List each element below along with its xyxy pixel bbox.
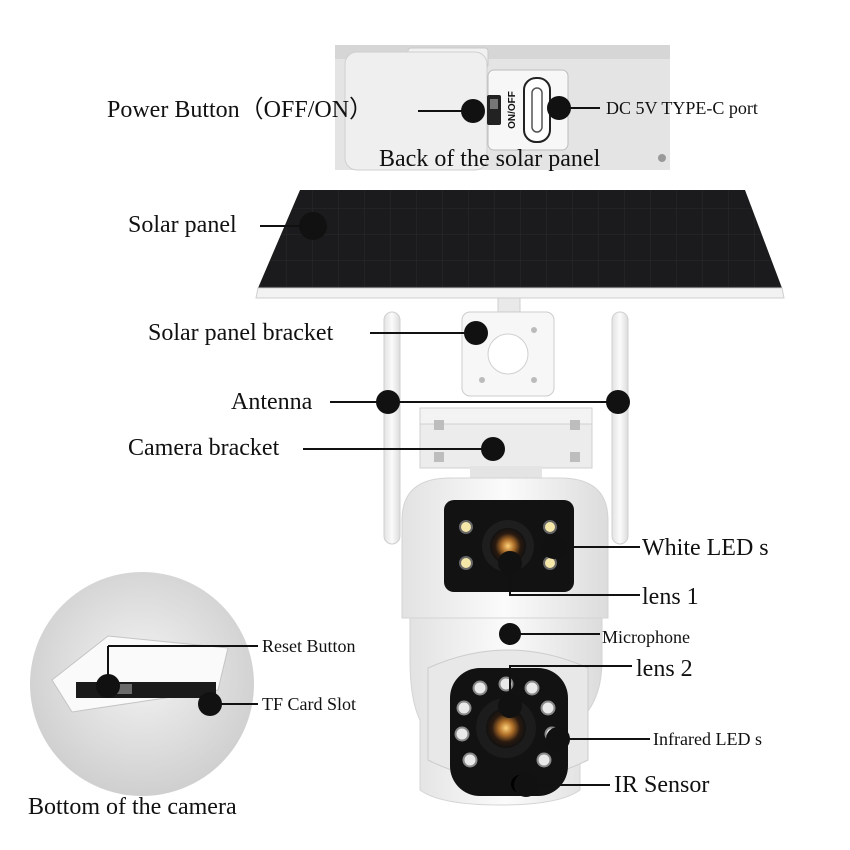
label-lens-2: lens 2 (636, 656, 693, 682)
label-antenna: Antenna (231, 389, 313, 415)
label-microphone: Microphone (602, 627, 690, 647)
camera-bottom-inset (30, 572, 254, 796)
label-solar-panel-bracket: Solar panel bracket (148, 320, 334, 346)
label-back-of-panel: Back of the solar panel (379, 146, 601, 172)
label-type-c-port: DC 5V TYPE-C port (606, 98, 758, 118)
camera-bracket (419, 407, 593, 482)
label-bottom-of-camera: Bottom of the camera (28, 794, 237, 820)
label-ir-sensor: IR Sensor (614, 772, 710, 798)
label-reset-button: Reset Button (262, 636, 356, 656)
label-tf-card-slot: TF Card Slot (262, 694, 357, 714)
marker-dots (96, 96, 630, 797)
solar-panel-bracket (461, 297, 555, 397)
label-solar-panel: Solar panel (128, 212, 237, 238)
antennas (383, 311, 629, 545)
label-lens-1: lens 1 (642, 584, 699, 610)
label-power-button: Power Button（OFF/ON） (107, 97, 374, 123)
solar-panel-back-photo: ON/OFF (335, 45, 670, 171)
lens-2 (486, 708, 526, 748)
label-white-leds: White LED s (642, 535, 769, 561)
label-camera-bracket: Camera bracket (128, 435, 280, 461)
label-infrared-leds: Infrared LED s (653, 729, 762, 749)
solar-panel (255, 190, 785, 299)
switch-label: ON/OFF (507, 91, 518, 129)
